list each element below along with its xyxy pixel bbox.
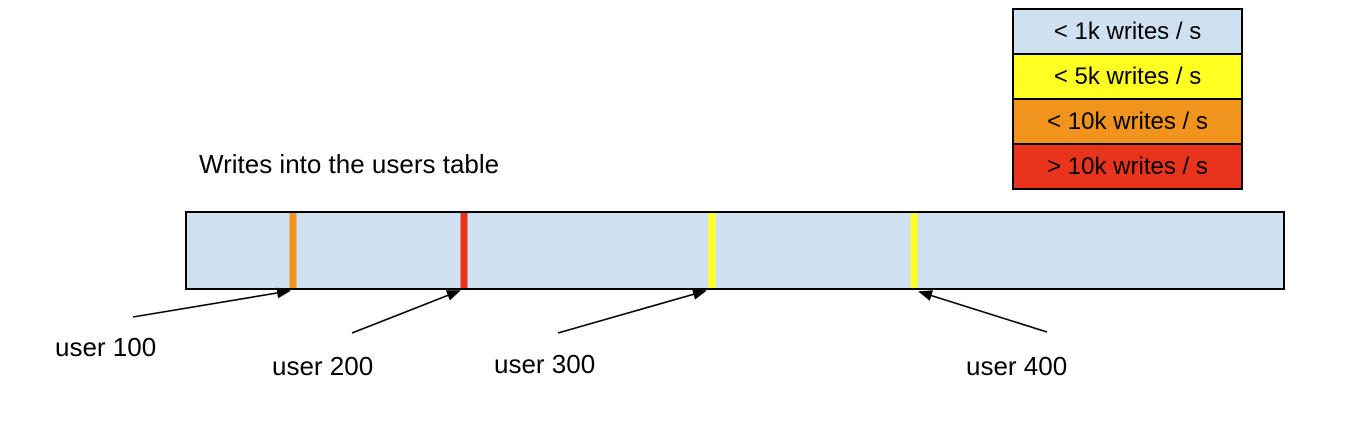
legend-label-lt-1k: < 1k writes / s: [1053, 17, 1202, 45]
user-400-label: user 400: [966, 351, 1068, 381]
write-rate-legend: < 1k writes / s < 5k writes / s < 10k wr…: [1012, 8, 1243, 190]
arrow-user-300-icon: [557, 289, 707, 334]
legend-row-lt-1k: < 1k writes / s: [1012, 8, 1243, 55]
user-300-label: user 300: [494, 349, 596, 379]
user-200-label: user 200: [272, 351, 374, 381]
legend-row-lt-10k: < 10k writes / s: [1012, 98, 1243, 145]
arrow-user-400-icon: [918, 290, 1048, 333]
write-hotspot-user-100: [289, 213, 297, 288]
user-100-label: user 100: [55, 332, 157, 362]
write-hotspot-user-200: [460, 213, 468, 288]
legend-row-lt-5k: < 5k writes / s: [1012, 53, 1243, 100]
legend-label-lt-10k: < 10k writes / s: [1047, 107, 1208, 135]
legend-row-gt-10k: > 10k writes / s: [1012, 143, 1243, 190]
legend-label-lt-5k: < 5k writes / s: [1053, 62, 1202, 90]
users-table-keyspace-bar: [185, 211, 1285, 290]
diagram-title: Writes into the users table: [199, 149, 500, 179]
arrow-user-100-icon: [132, 287, 291, 318]
write-hotspot-user-400: [910, 213, 918, 288]
legend-label-gt-10k: > 10k writes / s: [1047, 152, 1208, 180]
arrow-user-200-icon: [351, 290, 461, 334]
write-hotspot-user-300: [708, 213, 716, 288]
